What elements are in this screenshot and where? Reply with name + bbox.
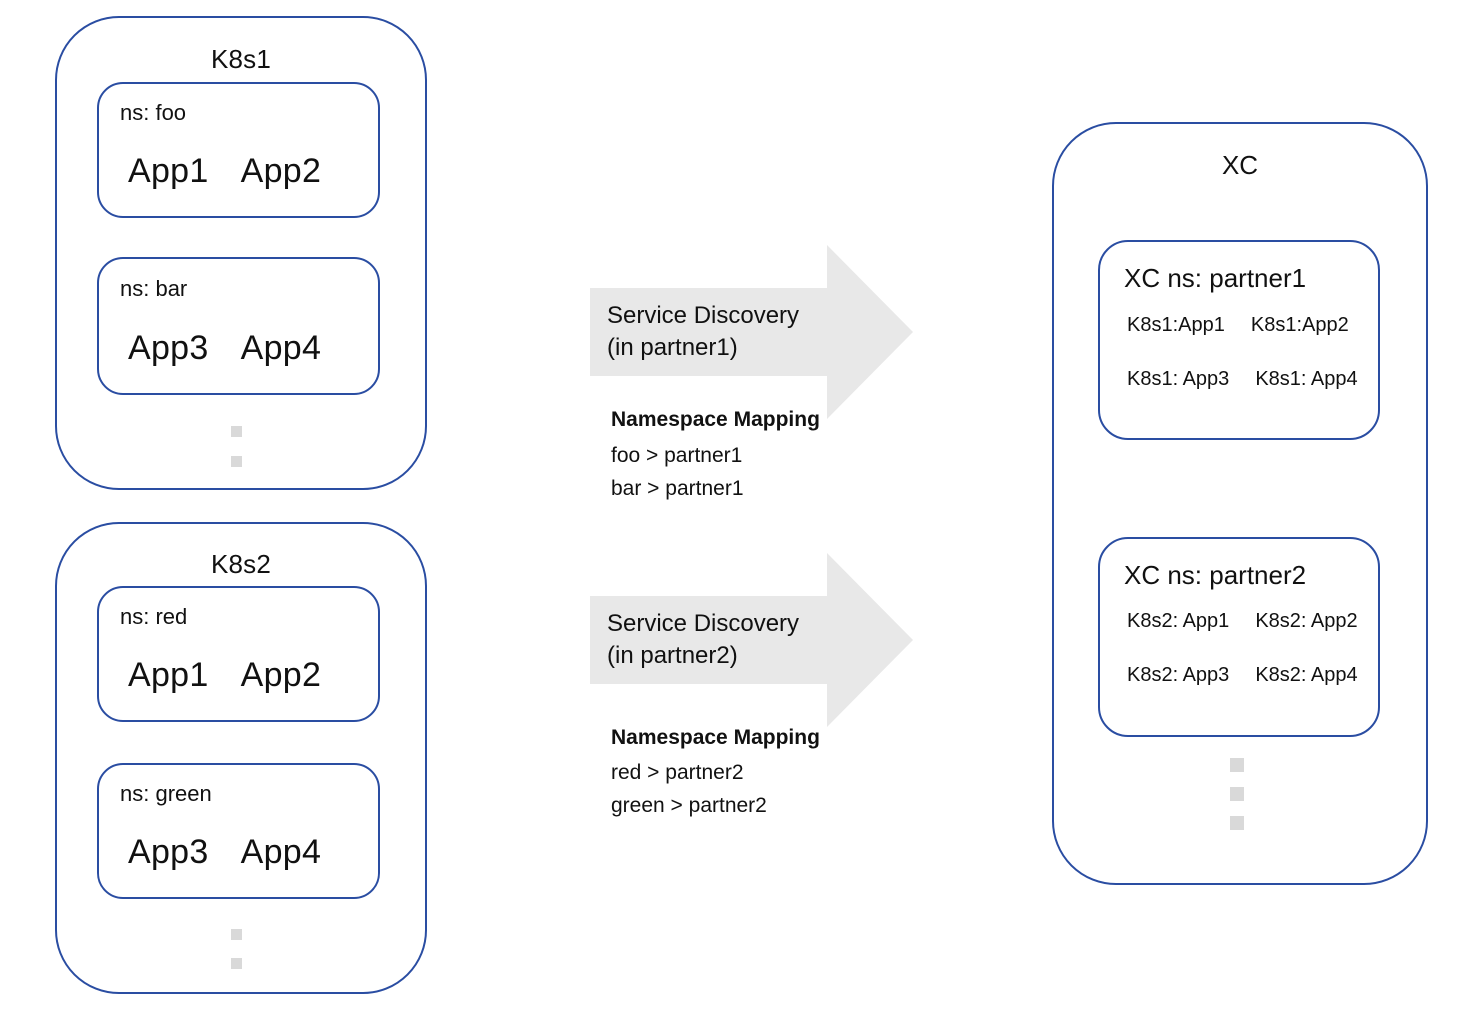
k8s2-cluster-title: K8s2 xyxy=(210,549,272,579)
app-label: App4 xyxy=(240,833,322,871)
xc-partner2-row-2: K8s2: App3 K8s2: App4 xyxy=(1127,664,1358,687)
xc-partner2-row-1: K8s2: App1 K8s2: App2 xyxy=(1127,610,1358,633)
k8s2-namespace-red-box xyxy=(97,586,380,722)
k8s2-namespace-red-label: ns: red xyxy=(120,604,188,629)
xc-namespace-partner1-label: XC ns: partner1 xyxy=(1124,263,1307,293)
app-label: App4 xyxy=(240,329,322,367)
app-label: App3 xyxy=(128,329,209,367)
xc-app-label: K8s2: App1 xyxy=(1127,610,1230,632)
app-label: App3 xyxy=(128,833,209,871)
ellipsis-dot xyxy=(1230,787,1244,801)
right-arrow-head-icon xyxy=(827,553,913,727)
mapping-line: green > partner2 xyxy=(611,794,767,817)
service-discovery-arrow-2: Service Discovery (in partner2) xyxy=(590,596,828,684)
xc-partner1-row-2: K8s1: App3 K8s1: App4 xyxy=(1127,368,1358,391)
k8s2-namespace-green-label: ns: green xyxy=(120,781,212,806)
k8s1-namespace-foo-box xyxy=(97,82,380,218)
app-label: App2 xyxy=(240,656,322,694)
k8s2-namespace-green-box xyxy=(97,763,380,899)
xc-namespace-partner2-box xyxy=(1098,537,1380,737)
namespace-mapping-title-2: Namespace Mapping xyxy=(611,726,820,749)
app-label: App1 xyxy=(128,152,209,190)
ellipsis-dot xyxy=(231,929,242,940)
arrow-label-line: Service Discovery xyxy=(607,302,800,329)
mapping-line: foo > partner1 xyxy=(611,444,743,467)
k8s2-green-apps: App3 App4 xyxy=(128,833,321,872)
app-label: App1 xyxy=(128,656,209,694)
xc-app-label: K8s2: App2 xyxy=(1255,610,1358,632)
ellipsis-dot xyxy=(231,426,242,437)
xc-app-label: K8s1: App4 xyxy=(1255,368,1358,390)
mapping-line: red > partner2 xyxy=(611,761,744,784)
xc-app-label: K8s2: App3 xyxy=(1127,664,1230,686)
k8s1-namespace-bar-box xyxy=(97,257,380,395)
arrow-label-line: (in partner2) xyxy=(607,642,738,669)
k8s1-bar-apps: App3 App4 xyxy=(128,329,321,368)
xc-app-label: K8s2: App4 xyxy=(1255,664,1358,686)
k8s1-foo-apps: App1 App2 xyxy=(128,152,321,191)
arrow-label-line: (in partner1) xyxy=(607,334,738,361)
ellipsis-dot xyxy=(1230,816,1244,830)
mapping-line: bar > partner1 xyxy=(611,477,744,500)
k8s1-cluster-title: K8s1 xyxy=(210,44,272,74)
xc-app-label: K8s1:App1 xyxy=(1127,314,1225,336)
ellipsis-dot xyxy=(231,456,242,467)
k8s2-red-apps: App1 App2 xyxy=(128,656,321,695)
xc-namespace-partner2-label: XC ns: partner2 xyxy=(1124,560,1307,590)
arrow-label-line: Service Discovery xyxy=(607,610,800,637)
xc-title: XC xyxy=(1221,150,1259,180)
xc-app-label: K8s1: App3 xyxy=(1127,368,1230,390)
service-discovery-arrow-1: Service Discovery (in partner1) xyxy=(590,288,828,376)
namespace-mapping-title-1: Namespace Mapping xyxy=(611,408,820,431)
k8s1-namespace-foo-label: ns: foo xyxy=(120,100,187,125)
xc-partner1-row-1: K8s1:App1 K8s1:App2 xyxy=(1127,314,1349,337)
xc-app-label: K8s1:App2 xyxy=(1250,314,1349,336)
ellipsis-dot xyxy=(231,958,242,969)
app-label: App2 xyxy=(240,152,322,190)
k8s1-namespace-bar-label: ns: bar xyxy=(120,276,188,301)
xc-namespace-partner1-box xyxy=(1098,240,1380,440)
ellipsis-dot xyxy=(1230,758,1244,772)
right-arrow-head-icon xyxy=(827,245,913,419)
